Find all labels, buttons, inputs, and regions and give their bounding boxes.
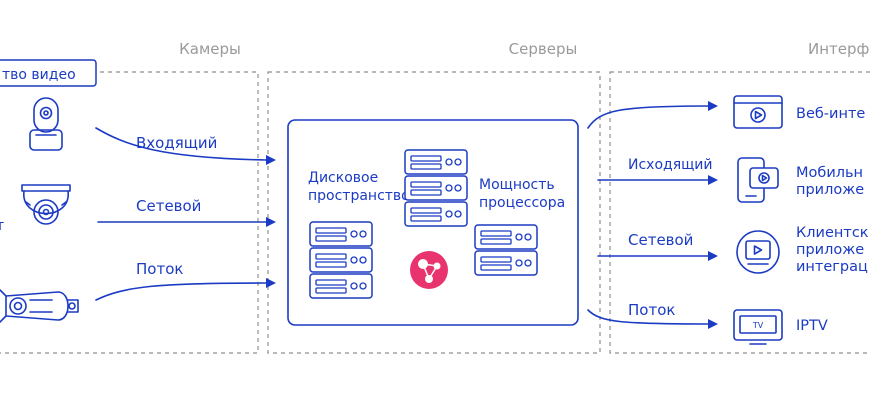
video-tag-label: тво видео	[2, 67, 76, 83]
cpu-power-label-line1: Мощность	[479, 177, 555, 193]
outgoing-arrow-2	[708, 175, 718, 185]
dome-camera-icon	[29, 97, 63, 151]
bullet-camera-icon	[0, 289, 79, 323]
tv-icon	[733, 309, 783, 345]
turret-camera-icon	[21, 184, 71, 225]
outgoing-flow-label-1: Исходящий	[628, 157, 713, 173]
video-tag-box	[0, 59, 97, 87]
outgoing-flow-label-2: Сетевой	[628, 231, 693, 249]
interfaces-column-label: Интерф	[808, 40, 869, 58]
outgoing-flow-line-4	[587, 309, 709, 325]
output-label-client-line2: приложе	[796, 242, 864, 258]
incoming-arrow-1	[266, 155, 276, 165]
incoming-flow-label-2: Сетевой	[136, 197, 201, 215]
cameras-column-label: Камеры	[179, 40, 241, 58]
disk-space-label-line1: Дисковое	[308, 170, 378, 186]
outgoing-arrow-4	[708, 319, 718, 329]
web-player-icon	[733, 95, 783, 129]
disk-server-stack-icon	[309, 221, 373, 299]
center-server-stack-icon	[404, 149, 468, 227]
output-label-mobile-line2: приложе	[796, 182, 864, 198]
client-app-icon	[736, 230, 780, 274]
cameras-column-frame	[0, 71, 259, 354]
incoming-arrow-2	[266, 217, 276, 227]
mobile-app-icon	[737, 157, 779, 203]
output-label-iptv: IPTV	[796, 318, 828, 334]
tv-badge-label: TV	[752, 321, 764, 330]
disk-space-label-line2: пространство	[308, 188, 410, 204]
servers-column-label: Серверы	[509, 40, 578, 58]
brand-logo-icon	[410, 251, 448, 289]
outgoing-flow-label-3: Поток	[628, 301, 675, 319]
output-label-web-line1: Веб-инте	[796, 106, 865, 122]
cpu-power-label-line2: процессора	[479, 195, 565, 211]
incoming-arrow-3	[266, 278, 276, 288]
outgoing-arrow-1	[708, 101, 718, 111]
incoming-flow-label-1: Входящий	[136, 134, 217, 152]
interfaces-column-frame	[609, 71, 870, 354]
output-label-client-line1: Клиентск	[796, 225, 869, 241]
output-label-client-line3: интеграц	[796, 259, 868, 275]
output-label-mobile-line1: Мобильн	[796, 165, 863, 181]
incoming-flow-line-3	[95, 282, 267, 301]
servers-column-frame	[267, 71, 601, 354]
incoming-flow-line-1	[95, 127, 267, 161]
outgoing-flow-line-1	[587, 105, 709, 129]
outgoing-arrow-3	[708, 251, 718, 261]
camera-side-fragment: т	[0, 218, 4, 234]
incoming-flow-label-3: Поток	[136, 260, 183, 278]
